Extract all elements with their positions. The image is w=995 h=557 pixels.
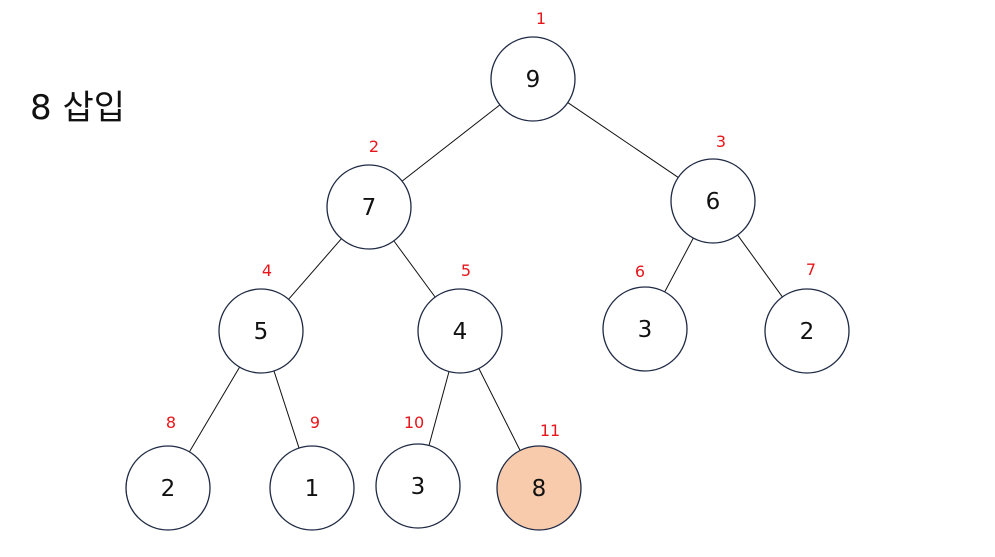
node-value: 4 bbox=[453, 319, 468, 345]
tree-node-6: 36 bbox=[602, 262, 688, 372]
tree-edge-2-5 bbox=[393, 240, 436, 298]
node-circle bbox=[670, 158, 756, 244]
tree-edge-4-8 bbox=[188, 366, 241, 453]
node-value: 6 bbox=[706, 189, 721, 215]
node-index-label: 7 bbox=[806, 260, 816, 279]
node-index-label: 5 bbox=[461, 261, 471, 280]
tree-node-5: 45 bbox=[417, 261, 503, 374]
tree-node-2: 72 bbox=[326, 137, 412, 250]
node-circle bbox=[602, 286, 688, 372]
tree-edge-2-4 bbox=[288, 238, 342, 300]
node-circle bbox=[417, 288, 503, 374]
node-circle bbox=[269, 445, 355, 531]
tree-edge-5-11 bbox=[478, 368, 521, 451]
tree-node-10: 3 10 bbox=[375, 413, 461, 529]
tree-node-7: 27 bbox=[764, 260, 850, 374]
tree-node-9: 19 bbox=[269, 413, 355, 531]
node-index-label: 9 bbox=[310, 413, 320, 432]
node-index-label: 4 bbox=[262, 261, 272, 280]
tree-node-3: 63 bbox=[670, 132, 756, 244]
tree-edge-4-9 bbox=[273, 370, 300, 449]
tree-node-1: 91 bbox=[490, 9, 576, 122]
tree-edge-5-10 bbox=[428, 371, 450, 446]
tree-edge-1-3 bbox=[567, 102, 679, 178]
node-index-label: 6 bbox=[635, 262, 645, 281]
node-value: 2 bbox=[161, 476, 176, 502]
tree-node-4: 54 bbox=[218, 261, 304, 374]
tree-edge-3-6 bbox=[664, 237, 694, 293]
node-circle bbox=[326, 164, 412, 250]
node-circle bbox=[375, 443, 461, 529]
tree-edge-1-2 bbox=[401, 104, 501, 182]
node-index-label: 10 bbox=[404, 413, 424, 432]
tree-edges bbox=[188, 102, 783, 453]
node-circle bbox=[125, 445, 211, 531]
node-value: 5 bbox=[254, 319, 269, 345]
node-circle bbox=[764, 288, 850, 374]
node-index-label: 1 bbox=[536, 9, 546, 28]
node-value: 8 bbox=[532, 476, 547, 502]
diagram-title: 8 삽입 bbox=[30, 88, 125, 128]
tree-edge-3-7 bbox=[737, 234, 783, 298]
node-value: 1 bbox=[305, 476, 320, 502]
node-index-label: 2 bbox=[369, 137, 379, 156]
node-value: 2 bbox=[800, 319, 815, 345]
inserted-node-circle bbox=[496, 445, 582, 531]
node-index-label: 11 bbox=[540, 421, 560, 440]
node-circle bbox=[490, 36, 576, 122]
node-value: 3 bbox=[411, 474, 426, 500]
tree-node-11: 8 11 bbox=[496, 421, 582, 531]
tree-node-8: 28 bbox=[125, 413, 211, 531]
node-circle bbox=[218, 288, 304, 374]
node-value: 3 bbox=[638, 317, 653, 343]
node-value: 9 bbox=[526, 67, 541, 93]
node-index-label: 8 bbox=[166, 413, 176, 432]
node-index-label: 3 bbox=[716, 132, 726, 151]
node-value: 7 bbox=[362, 195, 377, 221]
